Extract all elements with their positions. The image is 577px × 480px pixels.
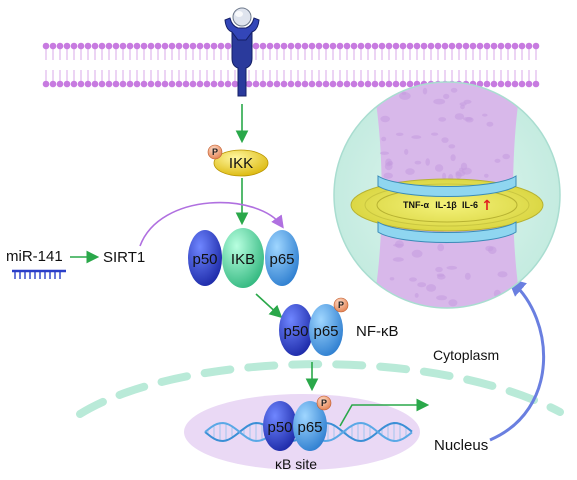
complex-p65-label: p65 — [269, 251, 294, 268]
ikk-phospho-label: P — [212, 147, 218, 157]
ikk-complex: IKK P — [207, 144, 269, 177]
nfkb-p50-label: p50 — [283, 323, 308, 340]
nucleus-label: Nucleus — [434, 437, 488, 454]
complex-p50-label: p50 — [192, 251, 217, 268]
dna-phospho-label: P — [321, 398, 327, 408]
nfkb-label: NF-κB — [356, 323, 399, 340]
sirt1-deacetylation-arrow — [139, 201, 284, 247]
nfkb-p65-label: p65 — [313, 323, 338, 340]
nuclear-envelope — [76, 360, 564, 418]
ikk-label: IKK — [229, 155, 253, 172]
tnf-alpha-label: TNF-α — [403, 200, 429, 210]
dna-p50-label: p50 — [267, 419, 292, 436]
kb-site-label: κB site — [275, 456, 317, 472]
transcription-arrow — [339, 398, 430, 427]
complex-ikb-label: IKB — [231, 251, 255, 268]
bound-nfkb-dimer: p50 p65 P — [263, 395, 332, 451]
membrane-receptor — [224, 7, 260, 97]
free-nfkb-dimer: p50 p65 P — [279, 297, 349, 356]
cell-membrane — [42, 42, 540, 88]
upregulation-arrow-icon: ↑ — [481, 198, 493, 214]
nfkb-ikb-complex: p50 IKB p65 — [188, 228, 299, 288]
mir141-label: miR-141 — [6, 248, 63, 265]
mirna-strand — [12, 269, 66, 279]
il6-label: IL-6 — [462, 200, 478, 210]
cytoplasm-label: Cytoplasm — [433, 347, 499, 363]
feedback-arrow — [489, 278, 546, 442]
nfkb-phospho-label: P — [338, 300, 344, 310]
il1b-label: IL-1β — [435, 200, 457, 210]
dna-p65-label: p65 — [297, 419, 322, 436]
arrow-complex-to-nfkb — [255, 293, 283, 319]
tissue-inset: TNF-α IL-1β IL-6 ↑ — [333, 81, 561, 309]
sirt1-label: SIRT1 — [103, 249, 145, 266]
